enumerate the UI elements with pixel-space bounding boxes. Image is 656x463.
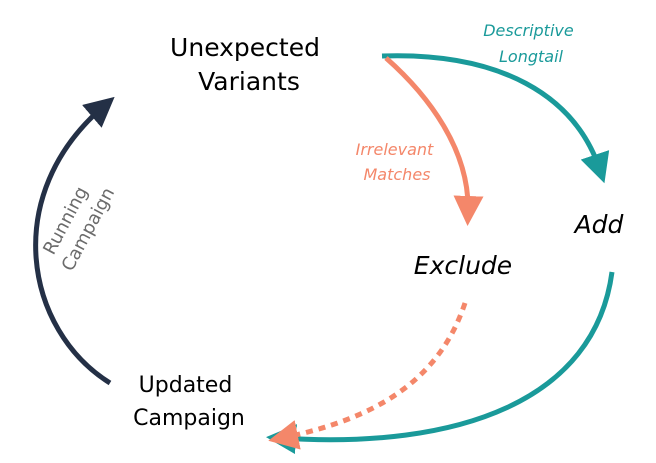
node-updated-campaign-line2: Campaign: [133, 406, 245, 431]
arrow-variants-to-add: [381, 53, 610, 184]
node-updated-campaign: Updated Campaign: [133, 373, 245, 431]
edge-label-descriptive-longtail-line1: Descriptive: [483, 21, 574, 40]
edge-label-irrelevant-matches-line1: Irrelevant: [356, 140, 434, 159]
node-add: Add: [573, 210, 624, 239]
edge-label-descriptive-longtail: Descriptive Longtail: [483, 21, 579, 66]
arrow-add-to-updated-campaign: [266, 271, 615, 455]
edge-label-irrelevant-matches: Irrelevant Matches: [356, 140, 439, 184]
node-exclude: Exclude: [414, 251, 512, 280]
node-unexpected-variants-line2: Variants: [198, 67, 300, 96]
arrow-exclude-to-updated-campaign: [268, 302, 468, 450]
node-unexpected-variants: Unexpected Variants: [170, 33, 328, 96]
edge-label-descriptive-longtail-line2: Longtail: [499, 47, 564, 66]
arrow-variants-to-exclude: [384, 56, 484, 226]
arrow-running-campaign: [33, 96, 115, 386]
node-unexpected-variants-line1: Unexpected: [170, 33, 320, 62]
edge-label-running-campaign: Running Campaign: [36, 173, 119, 275]
edge-label-irrelevant-matches-line2: Matches: [364, 165, 431, 184]
node-updated-campaign-line1: Updated: [139, 373, 233, 398]
